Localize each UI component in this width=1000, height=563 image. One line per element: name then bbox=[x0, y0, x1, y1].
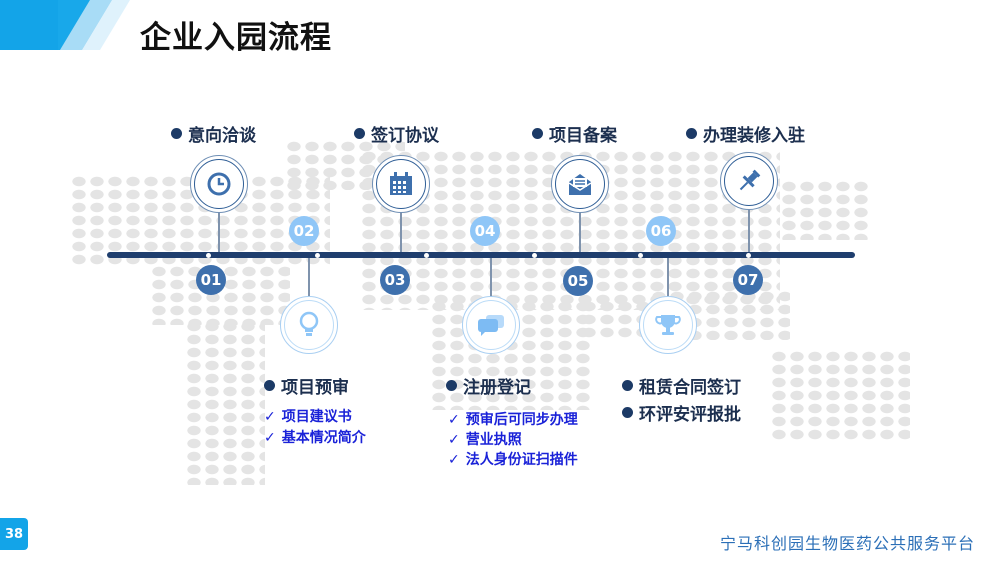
step-number-07: 07 bbox=[733, 265, 763, 295]
header-decoration bbox=[0, 0, 130, 50]
timeline-dot bbox=[746, 253, 751, 258]
step-number-04: 04 bbox=[470, 216, 500, 246]
timeline-bar bbox=[107, 252, 855, 258]
connector-line bbox=[667, 255, 669, 297]
step-label-4: 注册登记 bbox=[446, 373, 531, 398]
step-circle-6 bbox=[639, 296, 697, 354]
checklist-item: ✓营业执照 bbox=[448, 432, 522, 448]
check-icon: ✓ bbox=[448, 412, 460, 428]
timeline-dot bbox=[315, 253, 320, 258]
step-circle-7 bbox=[720, 152, 778, 210]
clock-icon bbox=[207, 172, 231, 196]
timeline-dot bbox=[424, 253, 429, 258]
step-number-01: 01 bbox=[196, 265, 226, 295]
check-icon: ✓ bbox=[448, 452, 460, 468]
step-number-06: 06 bbox=[646, 216, 676, 246]
bullet-icon bbox=[264, 380, 275, 391]
connector-line bbox=[579, 213, 581, 255]
step-circle-5 bbox=[551, 155, 609, 213]
calendar-icon bbox=[390, 172, 412, 195]
connector-line bbox=[490, 255, 492, 297]
check-icon: ✓ bbox=[264, 409, 276, 425]
check-icon: ✓ bbox=[448, 432, 460, 448]
checklist-item: ✓项目建议书 bbox=[264, 409, 352, 425]
footer-organization: 宁马科创园生物医药公共服务平台 bbox=[719, 534, 975, 553]
connector-line bbox=[748, 210, 750, 255]
lightbulb-icon bbox=[299, 311, 319, 336]
step-label-6b: 环评安评报批 bbox=[622, 400, 741, 425]
step-label-6a: 租赁合同签订 bbox=[622, 373, 741, 398]
step-circle-1 bbox=[190, 155, 248, 213]
connector-line bbox=[308, 255, 310, 297]
envelope-icon bbox=[568, 174, 592, 195]
pin-icon bbox=[739, 169, 761, 191]
step-circle-3 bbox=[372, 155, 430, 213]
checklist-item: ✓预审后可同步办理 bbox=[448, 412, 578, 428]
timeline-dot bbox=[638, 253, 643, 258]
page-title: 企业入园流程 bbox=[140, 20, 332, 56]
step-label-1: 意向洽谈 bbox=[171, 121, 256, 146]
bullet-icon bbox=[532, 128, 543, 139]
step-label-3: 签订协议 bbox=[354, 121, 439, 146]
connector-line bbox=[218, 213, 220, 255]
step-number-03: 03 bbox=[380, 265, 410, 295]
step-label-2: 项目预审 bbox=[264, 373, 349, 398]
chat-icon bbox=[478, 315, 504, 336]
step-circle-4 bbox=[462, 296, 520, 354]
page-number: 38 bbox=[0, 518, 28, 550]
timeline-dot bbox=[532, 253, 537, 258]
check-icon: ✓ bbox=[264, 430, 276, 446]
checklist-item: ✓法人身份证扫描件 bbox=[448, 452, 578, 468]
bullet-icon bbox=[354, 128, 365, 139]
bullet-icon bbox=[446, 380, 457, 391]
bullet-icon bbox=[622, 407, 633, 418]
connector-line bbox=[400, 213, 402, 255]
timeline-dot bbox=[206, 253, 211, 258]
step-label-7: 办理装修入驻 bbox=[686, 121, 805, 146]
bullet-icon bbox=[171, 128, 182, 139]
checklist-item: ✓基本情况简介 bbox=[264, 430, 366, 446]
trophy-icon bbox=[655, 315, 681, 335]
bullet-icon bbox=[686, 128, 697, 139]
step-number-02: 02 bbox=[289, 216, 319, 246]
step-number-05: 05 bbox=[563, 266, 593, 296]
bullet-icon bbox=[622, 380, 633, 391]
step-label-5: 项目备案 bbox=[532, 121, 617, 146]
step-circle-2 bbox=[280, 296, 338, 354]
